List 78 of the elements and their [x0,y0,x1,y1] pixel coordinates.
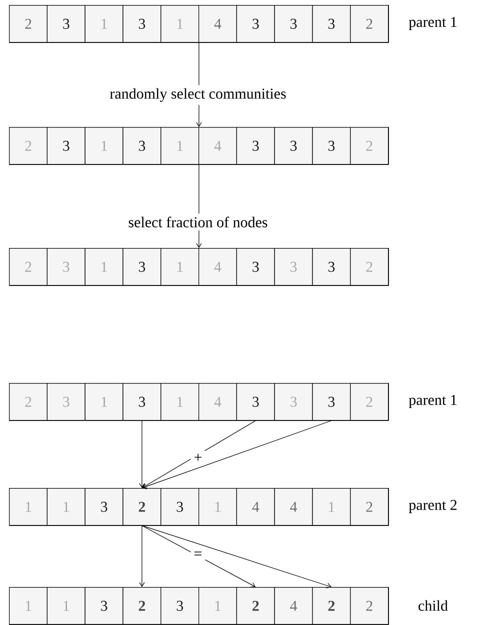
cell: 2 [9,5,48,43]
cell: 2 [350,587,389,625]
cell: 1 [160,248,200,286]
cell-row [9,587,389,625]
cell: 3 [122,5,162,43]
cell: 1 [198,488,237,526]
cell: 3 [46,127,86,165]
cell: 4 [236,488,275,526]
arrow [139,525,145,587]
cell: 3 [46,383,86,421]
cell: 2 [350,127,389,165]
arrow [142,525,256,588]
cell: 1 [198,587,237,625]
cell: 3 [160,488,200,526]
row-label: parent 1 [408,394,456,408]
cell: 3 [274,127,313,165]
cell: 1 [160,5,200,43]
cell: 3 [236,248,275,286]
arrow [139,420,145,488]
cell: 4 [274,488,313,526]
cell: 3 [160,587,200,625]
cell: 1 [84,127,124,165]
arrow [142,420,256,488]
cell: 4 [198,5,237,43]
cell: 3 [122,248,162,286]
edge-label: randomly select communities [106,85,290,105]
cell: 1 [9,587,48,625]
row-label: parent 1 [408,16,456,30]
cell: 1 [9,488,48,526]
cell: 3 [274,5,313,43]
cell: 2 [9,127,48,165]
cell: 3 [236,127,275,165]
cell: 1 [46,488,86,526]
edge-label: + [190,450,206,466]
cell: 3 [312,127,351,165]
cell: 2 [9,383,48,421]
edge-label: = [190,548,206,562]
cell: 3 [312,5,351,43]
cell: 1 [160,127,200,165]
row-label: parent 2 [408,500,457,514]
cell: 1 [84,248,124,286]
cell: 3 [236,383,275,421]
cell: 3 [84,587,124,625]
cell: 2 [122,587,162,625]
cell: 2 [350,248,389,286]
cell: 1 [312,488,351,526]
cell: 4 [198,383,237,421]
cell: 3 [274,383,313,421]
cell: 1 [84,5,124,43]
node-label: 2 [138,600,146,611]
cell: 3 [122,383,162,421]
cell: 2 [9,248,48,286]
cell: 1 [46,587,86,625]
cell: 3 [46,5,86,43]
row-label: child [418,600,448,611]
cell: 4 [274,587,313,625]
cell: 2 [122,488,162,526]
cell: 1 [160,383,200,421]
cell: 3 [84,488,124,526]
cell: 4 [198,248,237,286]
node-label: 2 [328,600,335,611]
cell: 2 [350,383,389,421]
cell: 2 [312,587,351,625]
cell: 3 [274,248,313,286]
cell: 3 [122,127,162,165]
cell: 3 [312,248,351,286]
cell: 2 [236,587,275,625]
arrow [142,525,332,588]
cell: 3 [236,5,275,43]
cell: 1 [84,383,124,421]
cell: 3 [312,383,351,421]
edge-label: select fraction of nodes [125,214,271,230]
cell: 3 [46,248,86,286]
cell: 4 [198,127,237,165]
arrow [142,420,332,490]
node-label: 3 [176,600,184,611]
cell: 2 [350,5,389,43]
cell: 2 [350,488,389,526]
